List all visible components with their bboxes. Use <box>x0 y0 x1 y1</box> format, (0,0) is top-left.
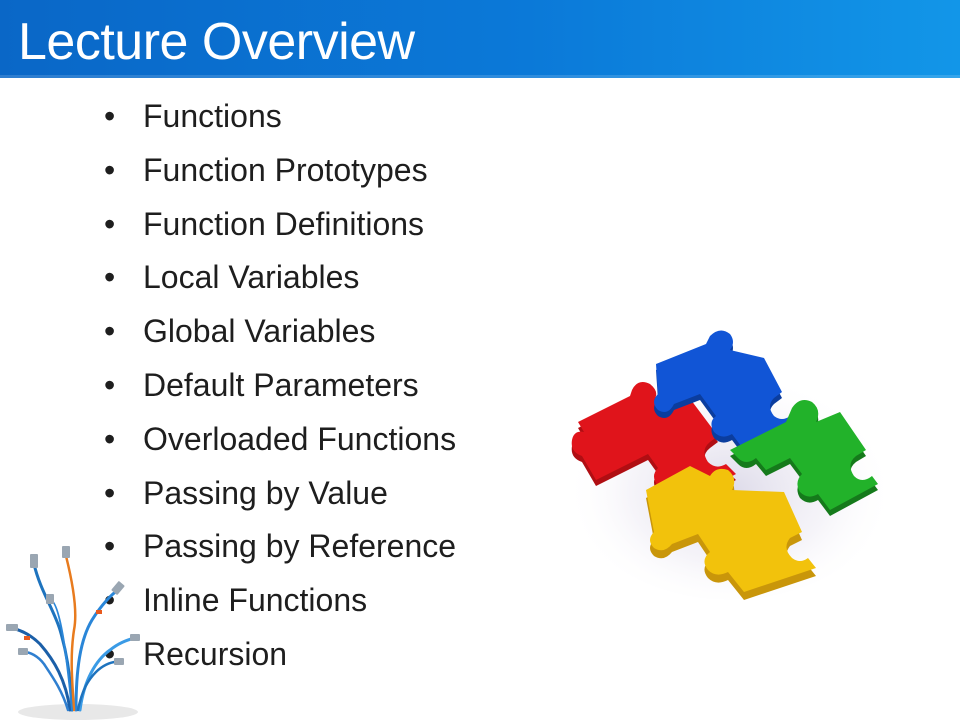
bullet-item: • Recursion <box>104 628 456 682</box>
bullet-text: Function Definitions <box>143 205 425 242</box>
usb-cables-icon <box>6 546 140 720</box>
bullet-text: Global Variables <box>143 313 376 350</box>
bullet-item: • Passing by Value <box>104 467 456 521</box>
bullet-dot-icon: • <box>104 635 116 672</box>
bullet-dot-icon: • <box>104 528 116 565</box>
title-bar: Lecture Overview <box>0 0 960 78</box>
bullet-dot-icon: • <box>104 259 116 296</box>
bullet-dot-icon: • <box>104 313 116 350</box>
bullet-text: Recursion <box>143 635 288 672</box>
bullet-dot-icon: • <box>104 474 116 511</box>
puzzle-piece-blue <box>654 330 796 456</box>
bullet-list: • Functions • Function Prototypes • Functio… <box>104 90 456 682</box>
bullet-item: • Default Parameters <box>104 359 456 413</box>
bullet-item: • Function Prototypes <box>104 144 456 198</box>
puzzle-piece-yellow <box>646 466 816 600</box>
bullet-item: • Local Variables <box>104 251 456 305</box>
bullet-text: Inline Functions <box>143 582 368 619</box>
bullet-dot-icon: • <box>104 151 116 188</box>
bullet-item: • Overloaded Functions <box>104 413 456 467</box>
bullet-text: Passing by Value <box>143 474 388 511</box>
bullet-dot-icon: • <box>104 205 116 242</box>
bullet-item: • Inline Functions <box>104 574 456 628</box>
puzzle-piece-green <box>730 400 878 516</box>
bullet-item: • Passing by Reference <box>104 520 456 574</box>
bullet-text: Functions <box>143 98 282 134</box>
bullet-dot-icon: • <box>104 98 116 134</box>
bullet-text: Function Prototypes <box>143 151 428 188</box>
puzzle-pieces-icon <box>565 330 890 600</box>
bullet-item: • Function Definitions <box>104 198 456 252</box>
slide-title: Lecture Overview <box>18 13 415 71</box>
bullet-text: Passing by Reference <box>143 528 457 565</box>
bullet-dot-icon: • <box>104 366 116 403</box>
bullet-dot-icon: • <box>104 420 116 457</box>
bullet-text: Local Variables <box>143 259 360 296</box>
bullet-text: Overloaded Functions <box>143 420 457 457</box>
bullet-dot-icon: • <box>104 582 116 619</box>
bullet-item: • Functions <box>104 90 456 144</box>
bullet-text: Default Parameters <box>143 366 419 403</box>
bullet-item: • Global Variables <box>104 305 456 359</box>
